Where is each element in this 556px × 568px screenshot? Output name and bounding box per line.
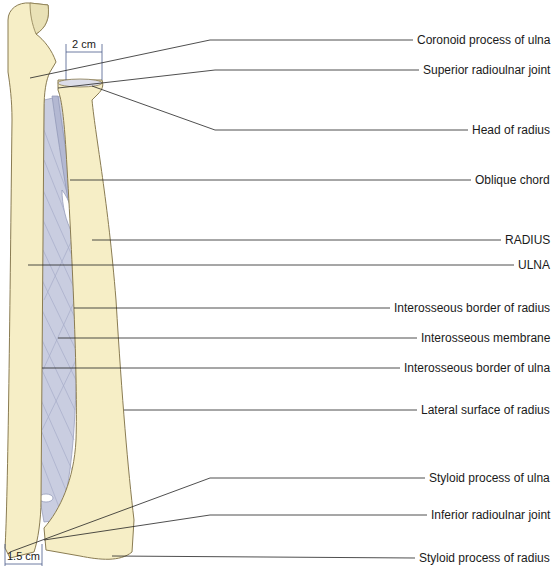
leader-line [74, 308, 390, 309]
leader-line [92, 86, 468, 130]
leader-line [42, 368, 400, 369]
part-label: Interosseous border of radius [394, 301, 550, 315]
leader-line [44, 515, 427, 540]
leader-line [124, 410, 417, 411]
leader-line [92, 240, 501, 241]
part-label: Inferior radioulnar joint [431, 508, 550, 522]
part-label: ULNA [518, 258, 550, 272]
dimension-lines [5, 44, 102, 566]
leader-line [112, 556, 415, 558]
olecranon-surface [30, 3, 49, 34]
part-label: Oblique chord [475, 173, 550, 187]
part-label: Head of radius [472, 123, 550, 137]
part-label: Interosseous membrane [421, 331, 550, 345]
leader-line [58, 338, 417, 339]
part-label: RADIUS [505, 233, 550, 247]
dimension-line [5, 564, 42, 565]
dimension-label: 1.5 cm [7, 550, 40, 562]
dimension-label: 2 cm [72, 38, 96, 50]
part-label: Superior radioulnar joint [423, 63, 550, 77]
leader-line [70, 180, 471, 181]
part-label: Interosseous border of ulna [404, 361, 550, 375]
part-label: Coronoid process of ulna [417, 33, 550, 47]
radius-bone [44, 80, 134, 559]
leader-line [58, 70, 419, 88]
part-label: Styloid process of radius [419, 551, 550, 565]
part-label: Styloid process of ulna [429, 471, 550, 485]
part-label: Lateral surface of radius [421, 403, 550, 417]
leader-line [28, 265, 514, 266]
dimension-line [66, 52, 102, 53]
ulna-bone [5, 3, 56, 558]
